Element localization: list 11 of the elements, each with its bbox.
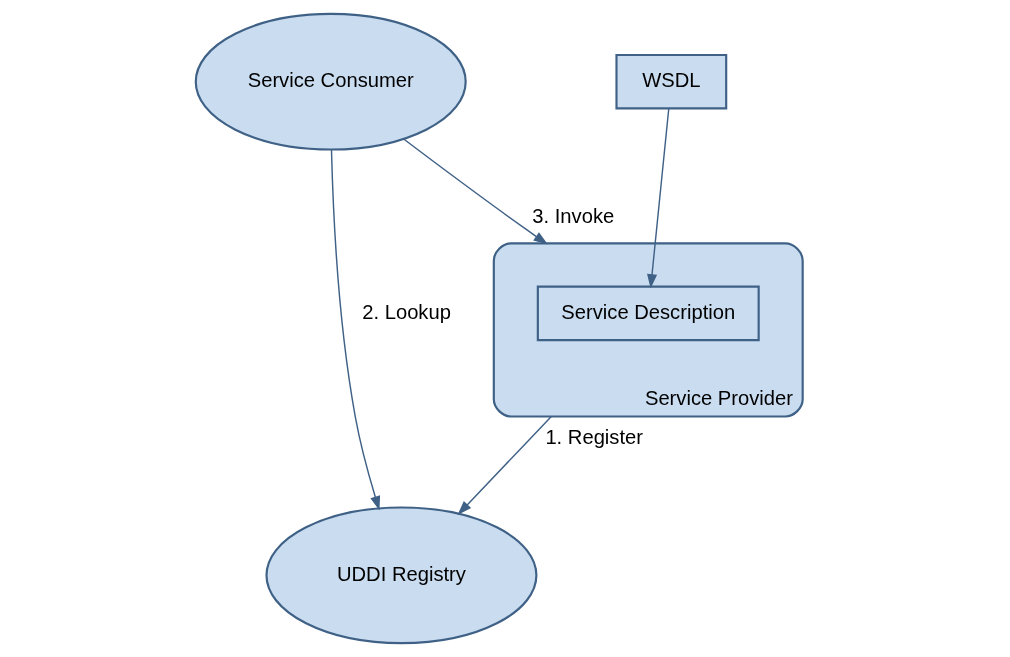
node-box: WSDL <box>615 53 728 110</box>
arrow <box>457 415 553 515</box>
arrow <box>647 107 670 289</box>
node-ellipse: Service Consumer <box>194 12 467 151</box>
arrow <box>402 138 548 245</box>
arrow <box>330 149 381 511</box>
edge-label: 3. Invoke <box>532 205 615 228</box>
node-box: Service Description <box>536 285 760 342</box>
edge-label: 1. Register <box>545 426 644 449</box>
edge-label: 2. Lookup <box>362 300 451 323</box>
node-ellipse: UDDI Registry <box>265 506 538 645</box>
